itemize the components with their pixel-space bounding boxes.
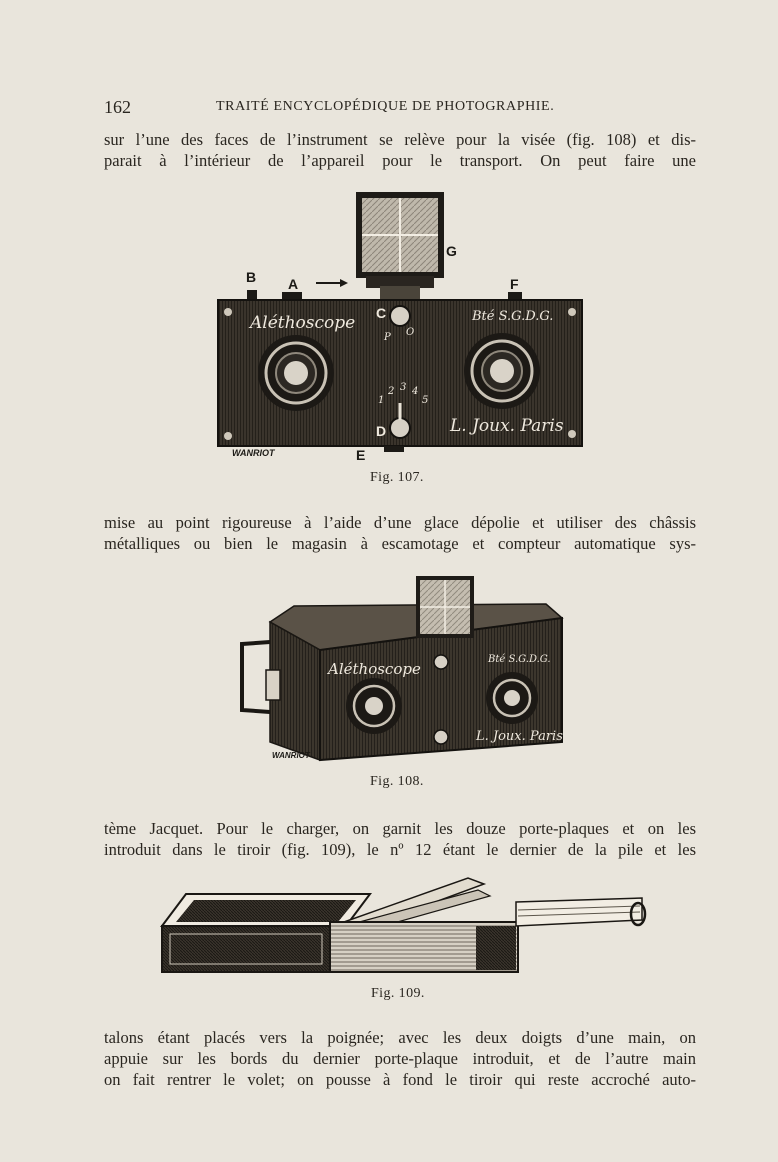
maker-mark: L. Joux. Paris [449,416,564,436]
figure-108-caption: Fig. 108. [370,774,424,789]
running-title: TRAITÉ ENCYCLOPÉDIQUE DE PHOTOGRAPHIE. [216,99,555,114]
text-line: tème Jacquet. Pour le charger, on garnit… [104,819,696,838]
label-b: B [246,269,256,285]
text-line: talons étant placés vers la poignée; ave… [104,1028,696,1047]
label-f: F [510,276,519,292]
patent-mark: Bté S.G.D.G. [487,654,551,665]
figure-107-caption: Fig. 107. [370,470,424,485]
dial-number: 1 [378,395,384,406]
text-line: appuie sur les bords du dernier porte-pl… [104,1049,696,1068]
figure-109-caption: Fig. 109. [371,986,425,1001]
dial-number: 2 [387,386,394,397]
text-line: métalliques ou bien le magasin à escamot… [104,534,696,553]
label-a: A [288,276,298,292]
engraver-signature: WANRIOT [232,448,276,458]
page-header: 162 TRAITÉ ENCYCLOPÉDIQUE DE PHOTOGRAPHI… [104,97,584,119]
patent-mark: Bté S.G.D.G. [471,309,553,324]
brand-script: Aléthoscope [326,660,421,678]
dial-number: 5 [422,395,428,406]
figure-108-camera-perspective: Aléthoscope Bté S.G.D.G. L. Joux. Paris … [240,576,564,762]
svg-text:O: O [406,327,414,338]
label-g: G [446,243,457,259]
text-line: introduit dans le tiroir (fig. 109), le … [104,840,696,859]
figure-107-camera-front: Aléthoscope Bté S.G.D.G. L. Joux. Paris … [217,192,583,463]
paragraph-1: sur l’une des faces de l’instrument se r… [104,129,696,171]
paragraph-2: mise au point rigoureuse à l’aide d’une … [104,512,696,554]
text-line: sur l’une des faces de l’instrument se r… [104,130,696,149]
maker-mark: L. Joux. Paris [475,729,563,744]
engraver-signature: WANRIOT [272,751,311,760]
dial-number: 4 [411,386,418,397]
text-line: parait à l’intérieur de l’appareil pour … [104,151,696,170]
paragraph-4: talons étant placés vers la poignée; ave… [104,1027,696,1090]
svg-text:P: P [383,332,391,343]
page-number: 162 [104,97,131,117]
text-line: mise au point rigoureuse à l’aide d’une … [104,513,696,532]
paragraph-3: tème Jacquet. Pour le charger, on garnit… [104,818,696,860]
label-c: C [376,305,386,321]
label-d: D [376,423,386,439]
brand-script: Aléthoscope [248,313,355,333]
label-e: E [356,447,365,463]
text-line: on fait rentrer le volet; on pousse à fo… [104,1070,696,1089]
figure-109-plate-magazine [160,877,647,973]
dial-number: 3 [400,382,406,393]
